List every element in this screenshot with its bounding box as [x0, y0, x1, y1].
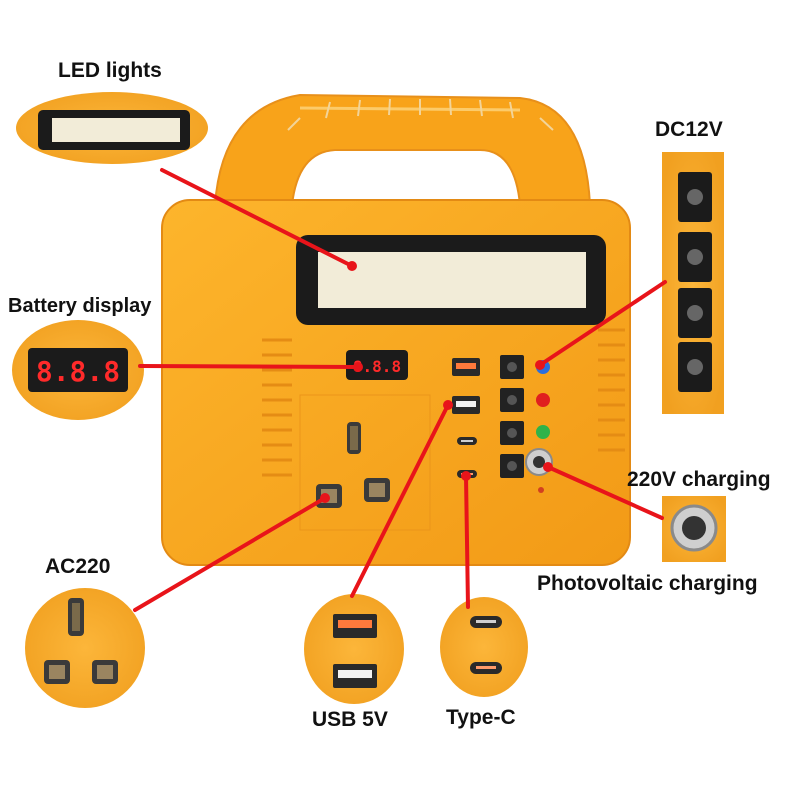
led-light-panel	[296, 235, 606, 325]
left-vents	[262, 338, 292, 477]
label-type-c: Type-C	[446, 706, 516, 729]
label-usb-5v: USB 5V	[312, 708, 388, 731]
label-battery-display: Battery display	[8, 295, 152, 317]
red-indicator-led	[536, 393, 550, 407]
green-indicator-led	[536, 425, 550, 439]
label-dc12v: DC12V	[655, 118, 723, 141]
dc-ports	[500, 355, 524, 478]
dc12v-callout	[662, 152, 724, 414]
label-ac220: AC220	[45, 555, 111, 578]
usb-ports	[452, 358, 480, 414]
battery-display: 8.8.8	[346, 350, 408, 380]
battery-display-readout: 8.8.8	[353, 357, 401, 376]
right-vents	[598, 328, 625, 452]
charging-220v-callout	[662, 496, 726, 562]
led-lights-callout	[16, 92, 208, 164]
usb-5v-callout	[304, 594, 404, 704]
label-led-lights: LED lights	[58, 59, 162, 82]
device-body: 8.8.8	[161, 199, 631, 566]
pointer-lines	[133, 168, 667, 612]
carry-handle	[213, 93, 592, 206]
callout-battery-readout: 8.8.8	[36, 355, 120, 388]
battery-display-callout: 8.8.8	[12, 320, 144, 420]
label-photovoltaic-charging: Photovoltaic charging	[537, 572, 758, 595]
type-c-callout	[440, 597, 528, 697]
ac220-callout	[25, 588, 145, 708]
label-220v-charging: 220V charging	[627, 468, 771, 491]
